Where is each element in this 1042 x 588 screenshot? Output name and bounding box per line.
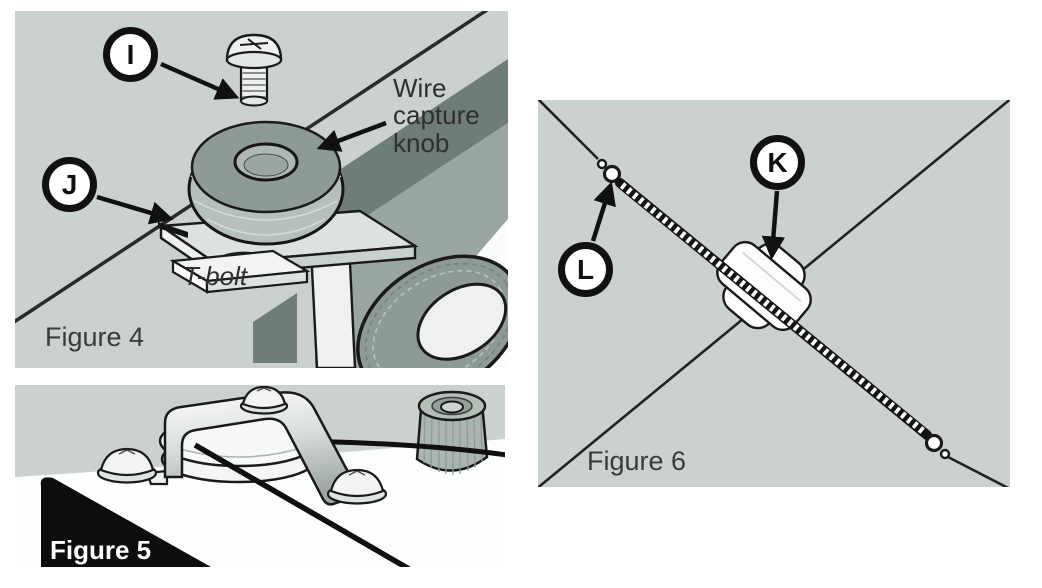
figure-6-caption: Figure 6 [587, 446, 687, 476]
callout-arrow-i [160, 61, 240, 100]
figure-4-illustration [15, 11, 508, 368]
wire-capture-knob-part [187, 120, 345, 246]
callout-letter-l: L [576, 253, 595, 285]
callout-letter-k: K [767, 146, 788, 178]
figure-4-panel: I J Wire capture knob T-bolt Figure 4 [15, 11, 508, 368]
spring-wire [538, 100, 1010, 487]
callout-badge-i: I [103, 27, 158, 82]
figure-6-panel: K L Figure 6 [538, 100, 1010, 487]
dome-rivet-right [326, 468, 388, 505]
t-bolt-part [169, 249, 311, 294]
callout-letter-j: J [61, 168, 78, 200]
callout-badge-k: K [750, 135, 805, 190]
figure-4-caption: Figure 4 [45, 322, 145, 352]
dome-rivet-top [239, 385, 289, 415]
callout-badge-l: L [558, 242, 613, 297]
callout-arrow-l [590, 181, 616, 242]
dome-rivet-left [96, 447, 158, 484]
figure-5-panel: Figure 5 [15, 385, 505, 567]
table-edge-dark [40, 477, 211, 567]
knurled-knob [415, 390, 489, 475]
t-bolt-label: T-bolt [183, 261, 248, 291]
callout-arrow-j [96, 194, 174, 225]
callout-arrow-k [761, 190, 786, 260]
wire-capture-knob-arrow [316, 120, 387, 152]
wire-capture-knob-label: Wire capture knob [393, 73, 480, 158]
figure-5-caption: Figure 5 [50, 535, 152, 565]
machine-screw [225, 33, 283, 107]
figure-5-illustration [15, 385, 505, 567]
callout-badge-j: J [42, 157, 97, 212]
callout-letter-i: I [126, 38, 135, 70]
pulley-wire-diagonal [193, 442, 411, 567]
tension-wheel [356, 254, 508, 368]
